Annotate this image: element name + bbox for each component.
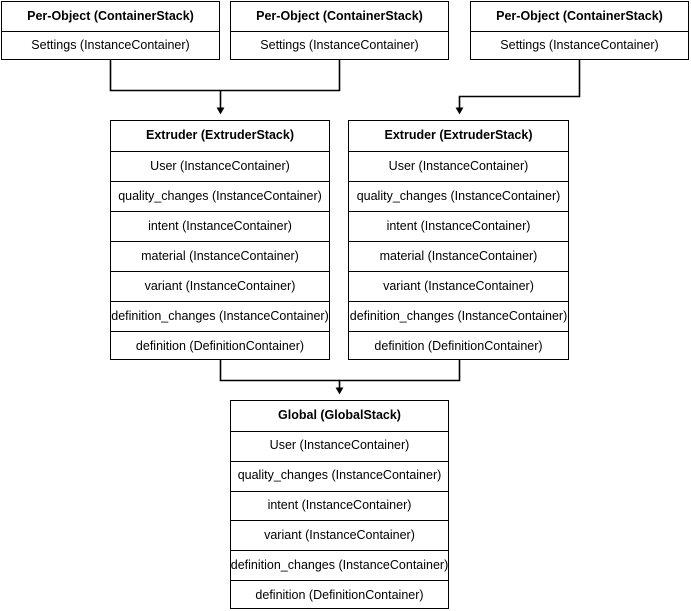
extruder-2-row-quality-changes: quality_changes (InstanceContainer) (349, 181, 568, 211)
per-object-1-header: Per-Object (ContainerStack) (27, 8, 194, 23)
extruder-2-row-user: User (InstanceContainer) (349, 151, 568, 181)
extruder-1-row-definition-changes: definition_changes (InstanceContainer) (111, 301, 329, 331)
extruder-2-row-variant: variant (InstanceContainer) (349, 271, 568, 301)
node-per-object-1[interactable]: Per-Object (ContainerStack) Settings (In… (1, 1, 220, 60)
extruder-2-row-definition: definition (DefinitionContainer) (349, 331, 568, 361)
extruder-1-row-quality-changes: quality_changes (InstanceContainer) (111, 181, 329, 211)
node-per-object-2[interactable]: Per-Object (ContainerStack) Settings (In… (230, 1, 449, 60)
extruder-1-row-variant: variant (InstanceContainer) (111, 271, 329, 301)
extruder-2-row-intent: intent (InstanceContainer) (349, 211, 568, 241)
extruder-2-header: Extruder (ExtruderStack) (384, 128, 533, 143)
edge-po3-to-ex2 (455, 60, 581, 115)
global-row-definition: definition (DefinitionContainer) (231, 580, 448, 610)
per-object-3-header: Per-Object (ContainerStack) (496, 8, 663, 23)
node-extruder-1[interactable]: Extruder (ExtruderStack) User (InstanceC… (110, 120, 330, 360)
global-row-quality-changes: quality_changes (InstanceContainer) (231, 460, 448, 491)
per-object-2-header: Per-Object (ContainerStack) (256, 8, 423, 23)
node-extruder-2[interactable]: Extruder (ExtruderStack) User (InstanceC… (348, 120, 569, 360)
per-object-3-row-settings: Settings (InstanceContainer) (471, 31, 688, 59)
global-row-variant: variant (InstanceContainer) (231, 520, 448, 550)
per-object-1-row-settings: Settings (InstanceContainer) (2, 31, 219, 59)
edge-po1-to-ex1 (109, 60, 220, 92)
edge-ex2-to-global (335, 360, 461, 395)
global-row-intent: intent (InstanceContainer) (231, 490, 448, 521)
extruder-1-row-user: User (InstanceContainer) (111, 151, 329, 181)
extruder-2-row-definition-changes: definition_changes (InstanceContainer) (349, 301, 568, 331)
extruder-1-row-material: material (InstanceContainer) (111, 241, 329, 271)
per-object-2-row-settings: Settings (InstanceContainer) (231, 31, 448, 59)
global-row-definition-changes: definition_changes (InstanceContainer) (231, 550, 448, 580)
global-header: Global (GlobalStack) (278, 408, 401, 423)
global-row-user: User (InstanceContainer) (231, 430, 448, 461)
extruder-1-row-intent: intent (InstanceContainer) (111, 211, 329, 241)
node-per-object-3[interactable]: Per-Object (ContainerStack) Settings (In… (470, 1, 689, 60)
extruder-1-row-definition: definition (DefinitionContainer) (111, 331, 329, 361)
extruder-1-header: Extruder (ExtruderStack) (146, 128, 294, 143)
node-global-stack[interactable]: Global (GlobalStack) User (InstanceConta… (230, 400, 449, 609)
extruder-2-row-material: material (InstanceContainer) (349, 241, 568, 271)
edge-po2-to-ex1 (216, 60, 341, 115)
edge-ex1-to-global (219, 360, 340, 382)
